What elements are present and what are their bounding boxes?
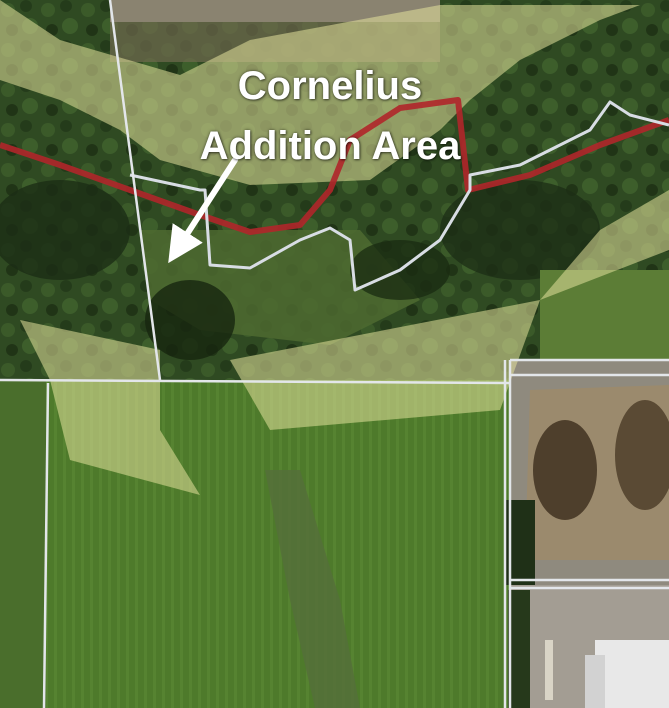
tree-clump [508, 590, 530, 708]
dark-canopy [0, 180, 130, 280]
overlay-zone-top [0, 0, 640, 185]
dark-canopy [440, 180, 600, 280]
compost-pile [615, 400, 669, 510]
arrow-pointer-icon [168, 157, 238, 264]
boundary-white [129, 100, 669, 292]
overlay-zone-middle [230, 300, 540, 430]
dark-canopy [145, 280, 235, 360]
left-field-edge [0, 380, 46, 708]
overlay-zone-left [20, 320, 200, 495]
overlay-zone-right [540, 190, 669, 300]
parcel-line [0, 378, 511, 385]
parcel-line [42, 382, 50, 708]
boundary-red [0, 97, 669, 235]
parcel-line [108, 0, 162, 381]
overlay-zones [0, 0, 669, 495]
building-roof [585, 655, 605, 708]
tree-strip [265, 470, 360, 708]
top-road [110, 0, 440, 22]
building-roof [595, 640, 669, 708]
compost-pile [533, 420, 597, 520]
yard-structure [545, 640, 553, 700]
